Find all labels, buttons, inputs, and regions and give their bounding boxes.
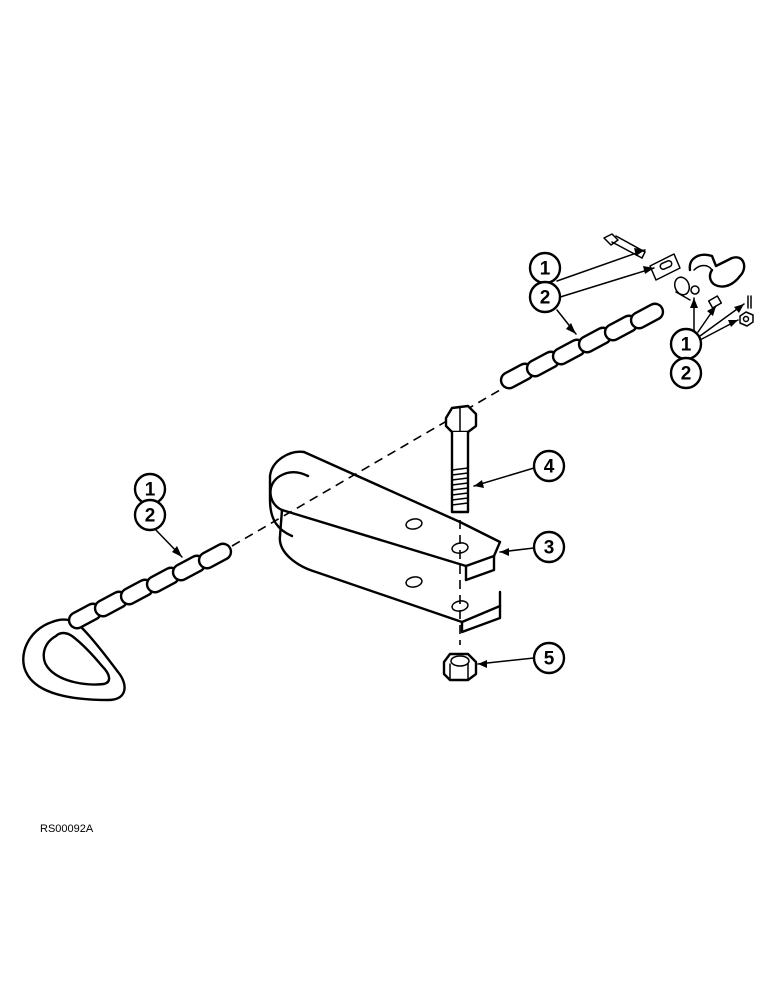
callout-right-top-1-label: 1 [540, 259, 551, 280]
hook-hardware [603, 233, 754, 327]
strap-bracket [268, 450, 502, 634]
spring-pin [707, 295, 723, 309]
hex-bolt [444, 404, 478, 514]
grab-hook [673, 253, 746, 301]
small-nut [739, 311, 754, 327]
left-chain [22, 542, 233, 702]
connector-plate [649, 253, 681, 281]
figure-reference: RS00092A [40, 823, 94, 835]
callout-bracket-label: 3 [544, 538, 555, 559]
callout-bracket: 3 [532, 530, 566, 564]
callout-hook-2: 2 [669, 356, 703, 390]
bracket-holes [405, 518, 469, 612]
callout-left-2-label: 2 [145, 506, 156, 527]
callout-hook-2-label: 2 [681, 364, 692, 385]
right-chain [499, 302, 665, 390]
callout-right-top-2-label: 2 [540, 288, 551, 309]
bolt-threads [451, 467, 469, 506]
callout-hook-1: 1 [669, 327, 703, 361]
callout-hook-1-label: 1 [681, 335, 692, 356]
left-chain-links [67, 542, 233, 630]
callout-left-1-label: 1 [145, 480, 156, 501]
lock-nut [442, 652, 478, 682]
callout-left-2: 2 [133, 498, 167, 532]
callout-right-top-2: 2 [528, 280, 562, 314]
callout-nut-label: 5 [544, 649, 555, 670]
callout-bolt-label: 4 [544, 457, 555, 478]
leader-lines [152, 248, 745, 668]
callout-nut: 5 [532, 641, 566, 675]
clevis-pin [603, 233, 646, 259]
callout-right-top-1: 1 [528, 251, 562, 285]
cotter-pin [747, 295, 752, 309]
callout-bolt: 4 [532, 449, 566, 483]
